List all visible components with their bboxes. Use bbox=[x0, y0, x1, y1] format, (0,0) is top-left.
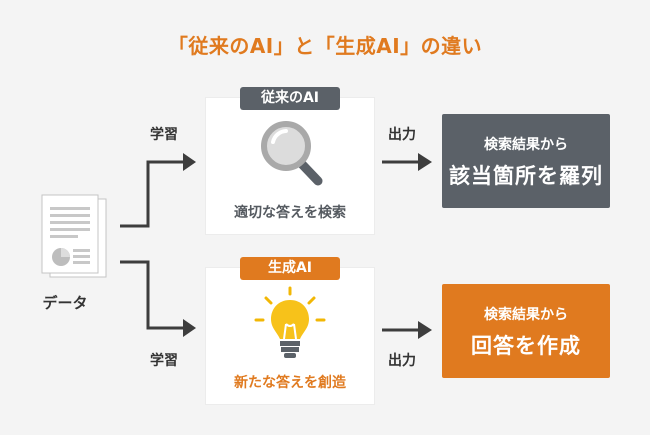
output-arrowhead-top bbox=[418, 153, 432, 171]
data-label: データ bbox=[42, 294, 88, 312]
traditional-ai-caption: 適切な答えを検索 bbox=[234, 205, 346, 221]
output-label-top: 出力 bbox=[388, 127, 416, 143]
document-icon bbox=[41, 194, 107, 278]
learn-label-top: 学習 bbox=[150, 127, 178, 143]
traditional-ai-tag: 従来のAI bbox=[240, 87, 340, 110]
learn-label-bottom: 学習 bbox=[150, 353, 178, 369]
traditional-result-main: 該当箇所を羅列 bbox=[449, 164, 603, 188]
generative-ai-caption: 新たな答えを創造 bbox=[234, 375, 346, 391]
generative-result-box: 検索結果から 回答を作成 bbox=[442, 284, 610, 378]
learn-arrow-bottom bbox=[120, 260, 183, 330]
learn-arrow-top bbox=[120, 160, 183, 228]
learn-arrowhead-bottom bbox=[183, 319, 196, 337]
learn-arrowhead-top bbox=[183, 153, 196, 171]
traditional-ai-panel: 従来のAI 適切な答えを検索 bbox=[206, 87, 374, 234]
traditional-result-sub: 検索結果から bbox=[484, 137, 568, 153]
output-label-bottom: 出力 bbox=[388, 353, 416, 369]
diagram-title: 「従来のAI」と「生成AI」の違い bbox=[167, 34, 483, 58]
generative-result-main: 回答を作成 bbox=[471, 334, 581, 358]
generative-ai-panel: 生成AI 新たな答えを創造 bbox=[206, 257, 374, 404]
lightbulb-icon bbox=[254, 286, 326, 358]
generative-result-sub: 検索結果から bbox=[484, 307, 568, 323]
traditional-result-box: 検索結果から 該当箇所を羅列 bbox=[442, 114, 610, 208]
generative-ai-tag: 生成AI bbox=[240, 257, 340, 280]
output-arrowhead-bottom bbox=[418, 321, 432, 339]
magnifier-icon bbox=[261, 121, 323, 186]
